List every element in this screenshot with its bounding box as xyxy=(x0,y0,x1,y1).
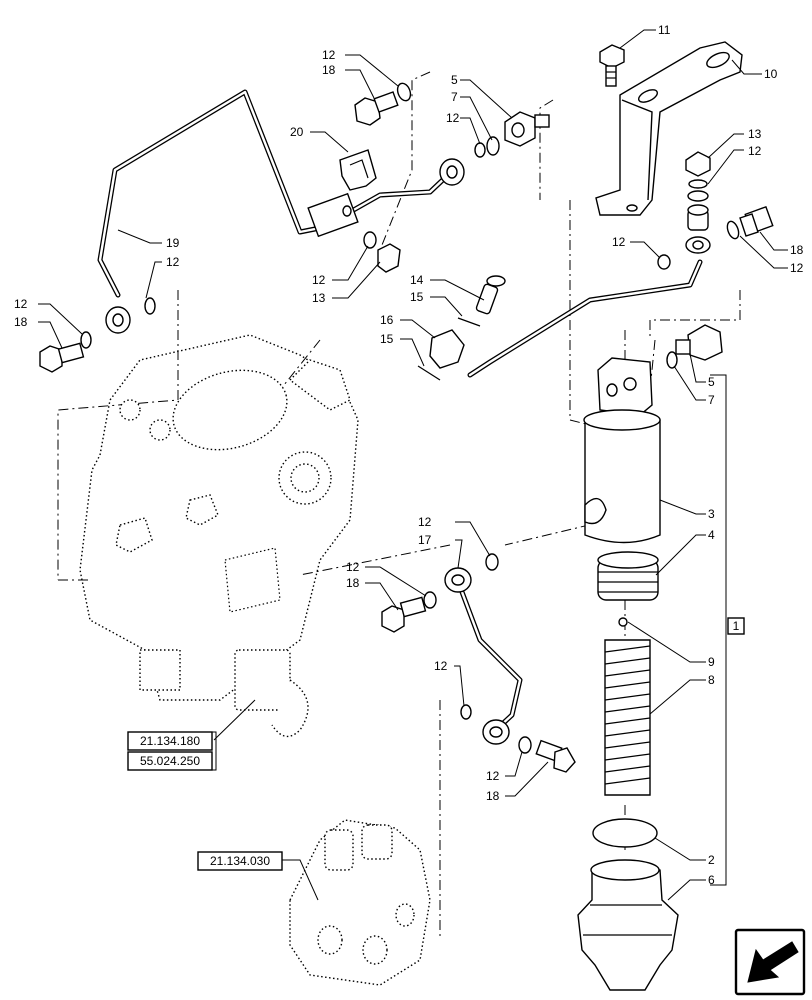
reference-box-55-024-250[interactable]: 55.024.250 xyxy=(127,751,213,771)
callout-12: 12 xyxy=(312,273,326,287)
pipe-19[interactable] xyxy=(97,89,338,334)
callout-5: 5 xyxy=(708,375,715,389)
bolt-11[interactable] xyxy=(599,44,625,87)
washer-12-bottom-left[interactable] xyxy=(144,297,156,315)
callout-7: 7 xyxy=(708,393,715,407)
callout-18: 18 xyxy=(14,315,28,329)
callout-18: 18 xyxy=(486,789,500,803)
bolt-18-top[interactable] xyxy=(354,91,399,126)
assembly-ref-label: 1 xyxy=(733,619,740,633)
callout-17: 17 xyxy=(418,533,432,547)
callout-12: 12 xyxy=(166,255,180,269)
callout-13: 13 xyxy=(748,127,762,141)
ref-21-134-180[interactable]: 21.134.180 xyxy=(140,734,200,748)
washer-12-top-mid[interactable] xyxy=(474,142,486,158)
callout-14: 14 xyxy=(410,273,424,287)
pipe-20-clip-line[interactable] xyxy=(307,158,465,238)
callout-labels: 11 10 13 12 12 18 5 7 12 20 19 12 12 18 … xyxy=(14,23,804,887)
callout-13: 13 xyxy=(312,291,326,305)
bolt-18-pipe17-right[interactable] xyxy=(535,739,576,773)
banjo-bolt-14[interactable] xyxy=(475,275,506,315)
leader-lines xyxy=(38,29,788,901)
washer-12-left[interactable] xyxy=(657,254,671,270)
cylinder-3[interactable] xyxy=(583,409,661,544)
callout-7: 7 xyxy=(451,90,458,104)
callout-8: 8 xyxy=(708,673,715,687)
callout-12: 12 xyxy=(446,111,460,125)
spring-seat-4[interactable] xyxy=(597,551,659,601)
washer-12-mid[interactable] xyxy=(363,231,377,249)
pipe-17[interactable] xyxy=(444,567,523,745)
washer-12-pipe17-right[interactable] xyxy=(518,736,532,754)
washer-12-top[interactable] xyxy=(687,190,709,202)
ball-9[interactable] xyxy=(618,617,628,627)
pipe-main-right[interactable] xyxy=(467,259,703,378)
callout-2: 2 xyxy=(708,853,715,867)
callout-19: 19 xyxy=(166,236,180,250)
valve-body[interactable] xyxy=(289,819,431,986)
ref-55-024-250[interactable]: 55.024.250 xyxy=(140,754,200,768)
washer-7-right[interactable] xyxy=(666,351,678,369)
washer-12-pipe17-bottom[interactable] xyxy=(460,704,472,720)
callout-18: 18 xyxy=(322,63,336,77)
washer-12-pipe17-left[interactable] xyxy=(423,591,437,609)
callout-18: 18 xyxy=(790,243,804,257)
plug-13-mid[interactable] xyxy=(377,243,401,273)
reference-box-21-134-180[interactable]: 21.134.180 xyxy=(127,731,213,751)
clip-20[interactable] xyxy=(339,149,377,191)
washer-12-top-left[interactable] xyxy=(395,81,412,102)
callout-12: 12 xyxy=(748,144,762,158)
spring-8[interactable] xyxy=(604,639,651,796)
callout-3: 3 xyxy=(708,507,715,521)
callout-12: 12 xyxy=(14,297,28,311)
callout-12: 12 xyxy=(346,560,360,574)
washer-12-far-left[interactable] xyxy=(80,331,92,349)
arrow-bottom-left-icon[interactable] xyxy=(734,928,806,996)
callout-10: 10 xyxy=(764,67,778,81)
assembly-bracket: 1 xyxy=(710,374,745,886)
fitting-5-right[interactable] xyxy=(675,324,723,361)
hydraulic-unit[interactable] xyxy=(79,334,359,738)
fitting-block-top[interactable] xyxy=(597,357,653,416)
callout-16: 16 xyxy=(380,313,394,327)
callout-5: 5 xyxy=(451,73,458,87)
callout-6: 6 xyxy=(708,873,715,887)
cap-6[interactable] xyxy=(577,859,679,991)
callout-15: 15 xyxy=(380,332,394,346)
plug-13-top[interactable] xyxy=(685,151,711,189)
callout-12: 12 xyxy=(434,659,448,673)
fitting-16[interactable] xyxy=(429,329,465,369)
washer-12-pipe17-top[interactable] xyxy=(485,553,499,571)
alignment-lines xyxy=(57,71,741,940)
callout-18: 18 xyxy=(346,576,360,590)
bolt-18-pipe17-left[interactable] xyxy=(381,596,427,633)
fitting-5-top[interactable] xyxy=(504,111,550,147)
callout-9: 9 xyxy=(708,655,715,669)
callout-12: 12 xyxy=(612,235,626,249)
callout-11: 11 xyxy=(658,23,671,37)
pin-15-bottom[interactable] xyxy=(417,365,441,381)
callout-12: 12 xyxy=(790,261,804,275)
mounting-bracket[interactable] xyxy=(595,41,743,216)
callout-20: 20 xyxy=(290,125,304,139)
washer-7-top[interactable] xyxy=(486,136,500,156)
bolt-18-right[interactable] xyxy=(725,205,774,240)
oring-2[interactable] xyxy=(592,818,658,848)
ref-21-134-030[interactable]: 21.134.030 xyxy=(210,854,270,868)
callout-12: 12 xyxy=(418,515,432,529)
pin-15-top[interactable] xyxy=(457,317,481,327)
callout-15: 15 xyxy=(410,290,424,304)
banjo-fitting-right[interactable] xyxy=(685,204,711,254)
callout-12: 12 xyxy=(486,769,500,783)
reference-box-21-134-030[interactable]: 21.134.030 xyxy=(197,851,283,871)
callout-4: 4 xyxy=(708,528,715,542)
callout-12: 12 xyxy=(322,48,336,62)
bolt-18-far-left[interactable] xyxy=(39,342,85,373)
